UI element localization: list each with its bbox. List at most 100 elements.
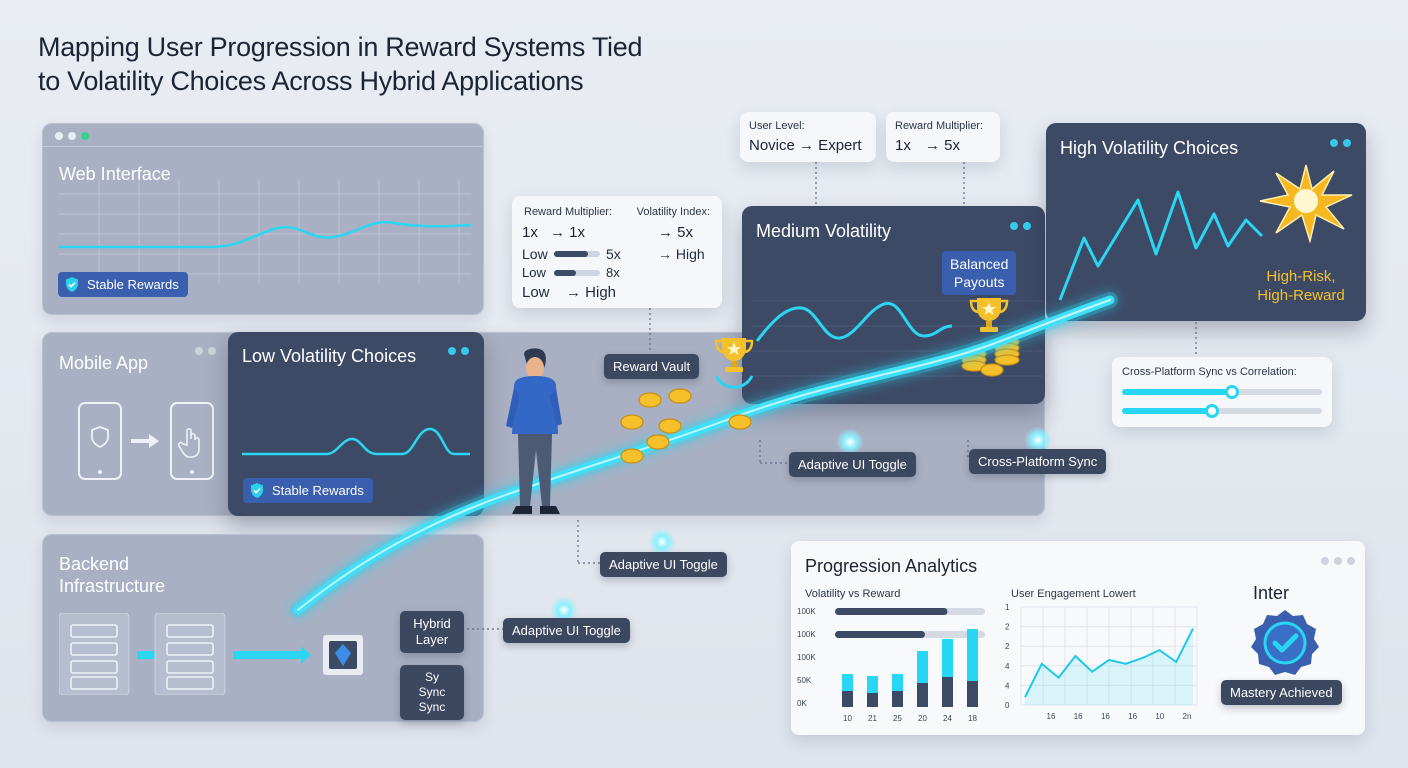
balanced-payouts-line-1: Balanced bbox=[950, 256, 1009, 272]
analytics-dots bbox=[1321, 557, 1355, 565]
window-dots bbox=[55, 132, 89, 140]
web-interface-label: Web Interface bbox=[59, 164, 171, 184]
y-tick-label: 1 bbox=[1005, 603, 1010, 612]
x-tick-label: 16 bbox=[1128, 712, 1137, 721]
window-dot bbox=[1010, 222, 1018, 230]
balanced-payouts-callout: Balanced Payouts bbox=[942, 251, 1017, 295]
x-tick-label: 16 bbox=[1047, 712, 1056, 721]
y-tick-label: 50K bbox=[797, 676, 812, 685]
high-volatility-panel: High Volatility Choices High-Risk, High-… bbox=[1046, 123, 1366, 321]
slider-knob[interactable] bbox=[1205, 404, 1219, 418]
bar-top bbox=[892, 674, 903, 691]
user-level-card: User Level: Novice → Expert bbox=[740, 112, 876, 162]
page-title: Mapping User Progression in Reward Syste… bbox=[38, 30, 738, 98]
toggle-glow bbox=[648, 528, 676, 556]
bar-bottom bbox=[892, 691, 903, 707]
adaptive-ui-toggle-3[interactable]: Adaptive UI Toggle bbox=[503, 618, 630, 643]
reward-multiplier-header: Reward Multiplier: bbox=[895, 120, 984, 132]
reward-multiplier-card: Reward Multiplier: 1x → 5x bbox=[886, 112, 1000, 162]
cross-platform-sync-label[interactable]: Cross-Platform Sync bbox=[969, 449, 1107, 474]
multiplier-row-1-c: → 5x bbox=[658, 224, 694, 241]
backend-panel: Backend Infrastructure Hybrid Layer Sy S… bbox=[42, 534, 484, 722]
chart1-title: Volatility vs Reward bbox=[805, 588, 901, 600]
inter-label: Inter bbox=[1253, 583, 1290, 603]
x-tick-label: 10 bbox=[843, 714, 852, 723]
mobile-app-label: Mobile App bbox=[59, 353, 149, 373]
mastery-badge-icon bbox=[1251, 610, 1319, 675]
multiplier-row-2-a: Low bbox=[522, 246, 548, 262]
hybrid-layer-box: Hybrid Layer bbox=[400, 611, 464, 653]
progression-analytics-card: Progression Analytics Volatility vs Rewa… bbox=[791, 541, 1365, 735]
bar-bottom bbox=[842, 691, 853, 707]
sync-slider-2[interactable] bbox=[1122, 404, 1322, 418]
bar-bottom bbox=[917, 683, 928, 707]
window-dot bbox=[1343, 139, 1351, 147]
reward-multiplier-a: 1x bbox=[895, 137, 911, 154]
x-tick-label: 2n bbox=[1183, 712, 1192, 721]
title-line-2: to Volatility Choices Across Hybrid Appl… bbox=[38, 66, 584, 96]
bar-top bbox=[842, 674, 853, 691]
window-dot bbox=[1347, 557, 1355, 565]
backend-label-line-2: Infrastructure bbox=[59, 576, 166, 596]
multiplier-row-1-a: 1x bbox=[522, 224, 538, 241]
low-stable-badge: Stable Rewards bbox=[243, 478, 373, 503]
backend-label-line-1: Backend bbox=[59, 554, 130, 574]
line-area bbox=[1025, 628, 1193, 705]
mastery-achieved-badge: Mastery Achieved bbox=[1221, 680, 1342, 705]
hbar-fill bbox=[835, 608, 948, 615]
hybrid-layer-line-2: Layer bbox=[415, 632, 449, 647]
web-stable-badge-text: Stable Rewards bbox=[87, 277, 179, 292]
x-tick-label: 10 bbox=[1155, 712, 1164, 721]
x-tick-label: 21 bbox=[868, 714, 877, 723]
adaptive-ui-toggle-2[interactable]: Adaptive UI Toggle bbox=[600, 552, 727, 577]
sync-box-line-1: Sy bbox=[424, 670, 439, 684]
mobile-devices-illustration bbox=[78, 402, 214, 480]
title-line-1: Mapping User Progression in Reward Syste… bbox=[38, 32, 643, 62]
user-level-value: Novice → Expert bbox=[749, 137, 862, 154]
burst-icon bbox=[1259, 164, 1353, 243]
high-risk-line-2: High-Reward bbox=[1257, 287, 1345, 304]
window-dot bbox=[195, 347, 203, 355]
sync-correlation-label: Cross-Platform Sync vs Correlation: bbox=[1122, 366, 1297, 378]
backend-label: Backend Infrastructure bbox=[59, 553, 165, 597]
web-stable-badge: Stable Rewards bbox=[58, 272, 188, 297]
window-dot bbox=[208, 347, 216, 355]
y-tick-label: 2 bbox=[1005, 623, 1010, 632]
low-dots bbox=[448, 347, 469, 355]
y-tick-label: 0K bbox=[797, 699, 807, 708]
x-tick-label: 24 bbox=[943, 714, 952, 723]
engagement-line bbox=[1024, 628, 1194, 698]
volatility-header: Volatility Index: bbox=[636, 206, 710, 218]
x-tick-label: 25 bbox=[893, 714, 902, 723]
reward-multiplier-b: → 5x bbox=[925, 137, 961, 154]
medium-dots bbox=[1010, 222, 1031, 230]
multiplier-row-3-a: Low bbox=[522, 265, 546, 280]
multiplier-row-2-bar bbox=[554, 251, 600, 257]
sync-correlation-card: Cross-Platform Sync vs Correlation: bbox=[1112, 357, 1332, 427]
chart2-title: User Engagement Lowert bbox=[1011, 588, 1136, 600]
bar-top bbox=[867, 676, 878, 693]
window-dot bbox=[448, 347, 456, 355]
y-tick-label: 2 bbox=[1005, 642, 1010, 651]
toggle-glow bbox=[836, 428, 864, 456]
high-dots bbox=[1330, 139, 1351, 147]
analytics-title: Progression Analytics bbox=[805, 556, 978, 576]
multiplier-row-1-b: → 1x bbox=[550, 224, 586, 241]
multiplier-header: Reward Multiplier: bbox=[524, 206, 613, 218]
x-tick-label: 20 bbox=[918, 714, 927, 723]
y-tick-label: 100K bbox=[797, 607, 816, 616]
window-dot bbox=[1330, 139, 1338, 147]
adaptive-ui-toggle-1[interactable]: Adaptive UI Toggle bbox=[789, 452, 916, 477]
window-dot bbox=[1334, 557, 1342, 565]
web-wave-chart bbox=[59, 179, 471, 284]
window-dot bbox=[1321, 557, 1329, 565]
hybrid-layer-line-1: Hybrid bbox=[413, 616, 451, 631]
sync-slider-1[interactable] bbox=[1122, 385, 1322, 399]
low-wave-chart bbox=[242, 427, 470, 456]
sync-box-line-2: Sync Sync bbox=[418, 685, 446, 714]
window-dot bbox=[55, 132, 63, 140]
slider-knob[interactable] bbox=[1225, 385, 1239, 399]
y-tick-label: 100K bbox=[797, 630, 816, 639]
